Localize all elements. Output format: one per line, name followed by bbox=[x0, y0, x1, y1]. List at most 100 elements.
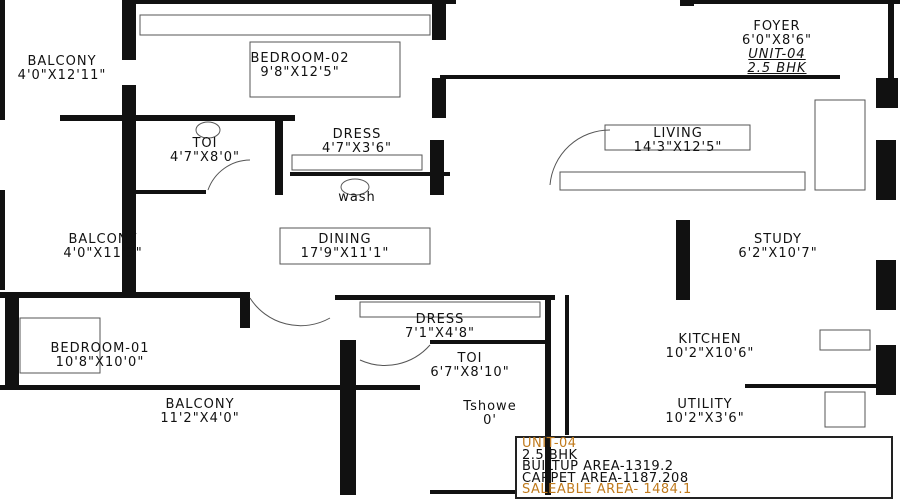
wall bbox=[876, 345, 896, 395]
wardrobe-icon bbox=[291, 154, 423, 171]
unit-type: 2.5 BHK bbox=[747, 61, 807, 76]
room-name: DRESS bbox=[332, 127, 382, 142]
wall bbox=[355, 385, 420, 390]
table-icon bbox=[604, 124, 751, 151]
wall bbox=[136, 0, 456, 4]
room-name: BEDROOM-01 bbox=[50, 341, 150, 356]
room-name: UTILITY bbox=[677, 397, 733, 412]
wall bbox=[5, 298, 19, 388]
wall bbox=[0, 190, 5, 290]
wardrobe-icon bbox=[359, 301, 541, 318]
wall bbox=[432, 78, 446, 118]
fixtures bbox=[19, 14, 871, 428]
room-size: 17'9"X11'1" bbox=[300, 246, 390, 261]
wall bbox=[440, 75, 840, 79]
room-size: 6'2"X10'7" bbox=[738, 246, 818, 261]
room-size: 4'7"X3'6" bbox=[321, 141, 393, 156]
wash-basin-icon bbox=[340, 178, 370, 196]
room-name: TOI bbox=[457, 351, 483, 366]
legend-unit: UNIT-04 bbox=[522, 436, 577, 451]
wall bbox=[240, 298, 250, 328]
room-name: FOYER bbox=[753, 19, 801, 34]
door-swing bbox=[549, 129, 611, 186]
room-name: DINING bbox=[318, 232, 372, 247]
room-size: 14'3"X12'5" bbox=[633, 140, 723, 155]
wall bbox=[430, 140, 444, 195]
wardrobe-icon bbox=[139, 14, 431, 36]
room-size: 0' bbox=[483, 413, 497, 428]
unit-label: UNIT-04 bbox=[748, 47, 806, 62]
room-size: 4'0"X12'11" bbox=[17, 68, 107, 83]
door-swing bbox=[249, 297, 331, 327]
bed-icon bbox=[249, 41, 401, 98]
room-size: 10'2"X3'6" bbox=[665, 411, 745, 426]
sink-icon bbox=[824, 391, 866, 428]
bed-icon bbox=[19, 317, 101, 374]
room-size: 7'1"X4'8" bbox=[404, 326, 476, 341]
wall bbox=[545, 295, 551, 495]
room-name: LIVING bbox=[653, 126, 703, 141]
area-legend: UNIT-04 2.5 BHK BUILTUP AREA-1319.2 CARP… bbox=[515, 436, 893, 499]
room-name: KITCHEN bbox=[678, 332, 742, 347]
door-swing bbox=[359, 344, 431, 366]
wall bbox=[0, 385, 340, 390]
wall bbox=[876, 78, 898, 108]
legend-carpet-area: CARPET AREA-1187.208 bbox=[522, 470, 689, 486]
wall bbox=[122, 85, 136, 200]
wall bbox=[888, 0, 894, 80]
room-size: 10'8"X10'0" bbox=[55, 355, 145, 370]
legend-builtup-area: BUILTUP AREA-1319.2 bbox=[522, 459, 674, 475]
legend-type: 2.5 BHK bbox=[522, 447, 578, 463]
stove-icon bbox=[819, 329, 871, 351]
door-swing bbox=[207, 159, 251, 191]
wall bbox=[290, 172, 450, 176]
room-name: BALCONY bbox=[165, 397, 235, 412]
wall bbox=[876, 140, 896, 200]
wall bbox=[676, 220, 690, 300]
wall bbox=[275, 115, 283, 195]
room-name: wash bbox=[338, 190, 376, 205]
room-name: TOI bbox=[192, 136, 218, 151]
wall bbox=[430, 340, 550, 344]
toilet-icon bbox=[195, 121, 221, 139]
wall bbox=[122, 195, 136, 295]
room-size: 4'0"X11'3" bbox=[63, 246, 143, 261]
room-name: Tshowe bbox=[463, 399, 517, 414]
room-name: BALCONY bbox=[27, 54, 97, 69]
room-size: 9'8"X12'5" bbox=[260, 65, 340, 80]
room-name: DRESS bbox=[415, 312, 465, 327]
sofa-icon bbox=[814, 99, 866, 191]
room-name: BALCONY bbox=[68, 232, 138, 247]
legend-saleable-area: SALEABLE AREA- 1484.1 bbox=[522, 482, 692, 498]
wall bbox=[876, 260, 896, 310]
room-size: 10'2"X10'6" bbox=[665, 346, 755, 361]
wall bbox=[430, 490, 515, 494]
wall bbox=[0, 0, 5, 120]
wall bbox=[680, 0, 694, 6]
wall bbox=[136, 190, 206, 194]
wall bbox=[680, 0, 900, 4]
wall bbox=[340, 340, 356, 495]
room-name: STUDY bbox=[754, 232, 802, 247]
wall bbox=[335, 295, 555, 300]
wall bbox=[0, 292, 250, 298]
room-size: 4'7"X8'0" bbox=[169, 150, 241, 165]
wall bbox=[60, 115, 295, 121]
wall bbox=[745, 384, 895, 388]
